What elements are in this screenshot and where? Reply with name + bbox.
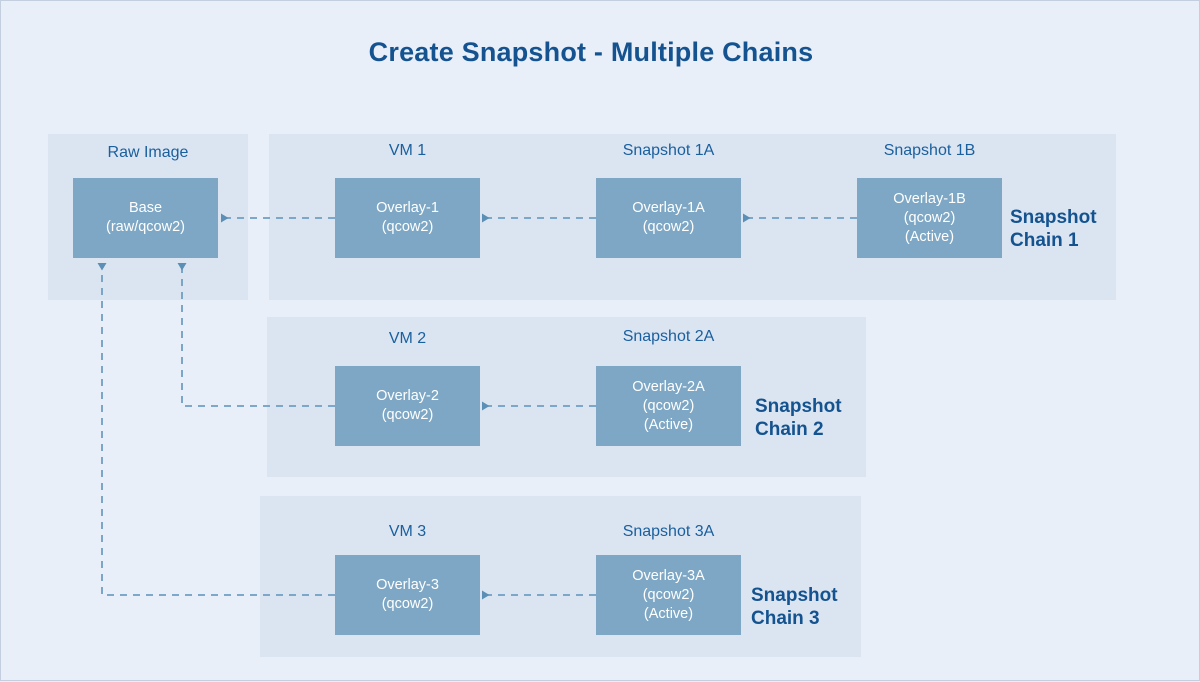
caption-snapshot-1b: Snapshot 1B <box>883 142 976 159</box>
node-overlay-1a: Overlay-1A (qcow2) <box>596 178 741 258</box>
caption-snapshot-3a: Snapshot 3A <box>622 523 715 540</box>
node-overlay-1a-line1: Overlay-1A <box>632 200 705 216</box>
label-snapshot-chain-1-line1: Snapshot <box>1010 207 1097 228</box>
label-snapshot-chain-2-line1: Snapshot <box>755 396 842 417</box>
label-snapshot-chain-3-line2: Chain 3 <box>751 608 820 629</box>
node-overlay-3a-line3: (Active) <box>643 605 694 622</box>
node-overlay-2-line1: Overlay-2 <box>376 388 439 404</box>
node-overlay-1b: Overlay-1B (qcow2) (Active) <box>857 178 1002 258</box>
node-overlay-3a-line1: Overlay-3A <box>632 567 705 584</box>
label-snapshot-chain-3: Snapshot Chain 3 <box>751 584 838 630</box>
caption-vm-1: VM 1 <box>388 142 427 159</box>
label-snapshot-chain-1-line2: Chain 1 <box>1010 230 1079 251</box>
node-overlay-1: Overlay-1 (qcow2) <box>335 178 480 258</box>
node-overlay-2a-line2: (qcow2) <box>642 397 695 414</box>
label-snapshot-chain-2-line2: Chain 2 <box>755 419 824 440</box>
node-overlay-2a: Overlay-2A (qcow2) (Active) <box>596 366 741 446</box>
node-base: Base (raw/qcow2) <box>73 178 218 258</box>
caption-snapshot-2a: Snapshot 2A <box>622 328 715 345</box>
node-overlay-2-line2: (qcow2) <box>381 407 434 423</box>
node-overlay-1a-line2: (qcow2) <box>642 219 695 235</box>
node-base-line2: (raw/qcow2) <box>106 219 185 235</box>
node-overlay-3-line2: (qcow2) <box>381 596 434 612</box>
node-overlay-3-line1: Overlay-3 <box>376 577 439 593</box>
node-overlay-1-line1: Overlay-1 <box>376 200 439 216</box>
node-overlay-3: Overlay-3 (qcow2) <box>335 555 480 635</box>
node-overlay-2a-line3: (Active) <box>643 416 694 433</box>
caption-vm-2: VM 2 <box>388 330 427 347</box>
label-snapshot-chain-1: Snapshot Chain 1 <box>1010 206 1097 252</box>
node-overlay-1-line2: (qcow2) <box>381 219 434 235</box>
node-overlay-2: Overlay-2 (qcow2) <box>335 366 480 446</box>
node-overlay-3a: Overlay-3A (qcow2) (Active) <box>596 555 741 635</box>
caption-raw-image: Raw Image <box>107 144 189 161</box>
page-title: Create Snapshot - Multiple Chains <box>368 37 814 67</box>
node-base-line1: Base <box>128 200 163 216</box>
node-overlay-3a-line2: (qcow2) <box>642 586 695 603</box>
node-overlay-1b-line3: (Active) <box>904 228 955 245</box>
node-overlay-2a-line1: Overlay-2A <box>632 378 705 395</box>
label-snapshot-chain-2: Snapshot Chain 2 <box>755 395 842 441</box>
caption-vm-3: VM 3 <box>388 523 427 540</box>
caption-snapshot-1a: Snapshot 1A <box>622 142 715 159</box>
node-overlay-1b-line1: Overlay-1B <box>893 190 966 207</box>
label-snapshot-chain-3-line1: Snapshot <box>751 585 838 606</box>
node-overlay-1b-line2: (qcow2) <box>903 209 956 226</box>
